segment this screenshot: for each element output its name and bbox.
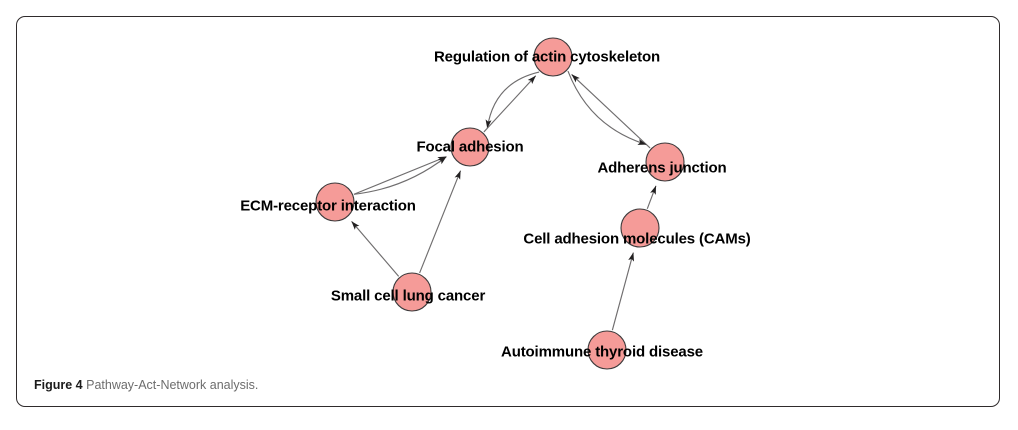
figure-caption: Figure 4 Pathway-Act-Network analysis. [34, 378, 258, 392]
figure-caption-text: Pathway-Act-Network analysis. [86, 378, 259, 392]
figure-caption-label: Figure 4 [34, 378, 83, 392]
figure-card-border [16, 16, 1000, 407]
